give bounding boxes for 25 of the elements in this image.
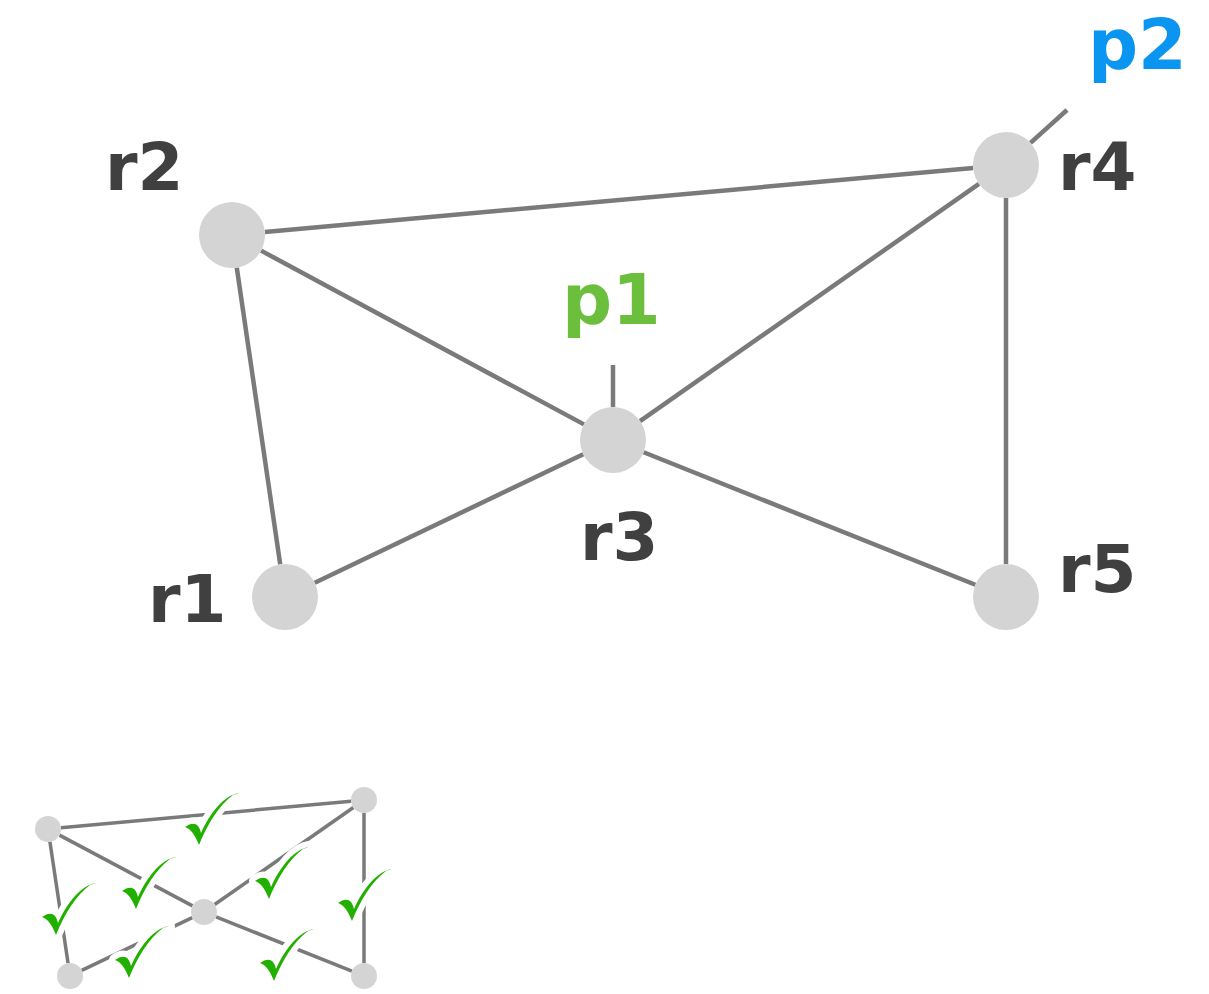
node-name: r4 <box>1058 135 1137 201</box>
node-name: r5 <box>1058 537 1137 603</box>
mini-router-node <box>351 963 377 989</box>
link-line <box>260 248 585 427</box>
link-line <box>642 450 977 587</box>
mini-router-node <box>351 787 377 813</box>
mini-router-node <box>191 899 217 925</box>
link-line <box>234 267 283 565</box>
mini-link <box>58 833 194 908</box>
link-line <box>313 452 585 585</box>
router-node <box>973 132 1039 198</box>
link-line <box>610 365 616 407</box>
mini-link <box>362 813 366 963</box>
node-name: r1 <box>148 567 227 633</box>
mini-router-node <box>57 963 83 989</box>
link-line <box>638 182 981 423</box>
mini-link <box>213 806 355 906</box>
link-line <box>264 165 974 235</box>
node-name: r2 <box>105 135 184 201</box>
mini-router-node <box>35 816 61 842</box>
link-line <box>1003 198 1009 564</box>
node-name: r3 <box>580 505 659 571</box>
mini-link <box>60 799 352 830</box>
link-line <box>1029 108 1069 145</box>
mini-link <box>215 915 353 973</box>
